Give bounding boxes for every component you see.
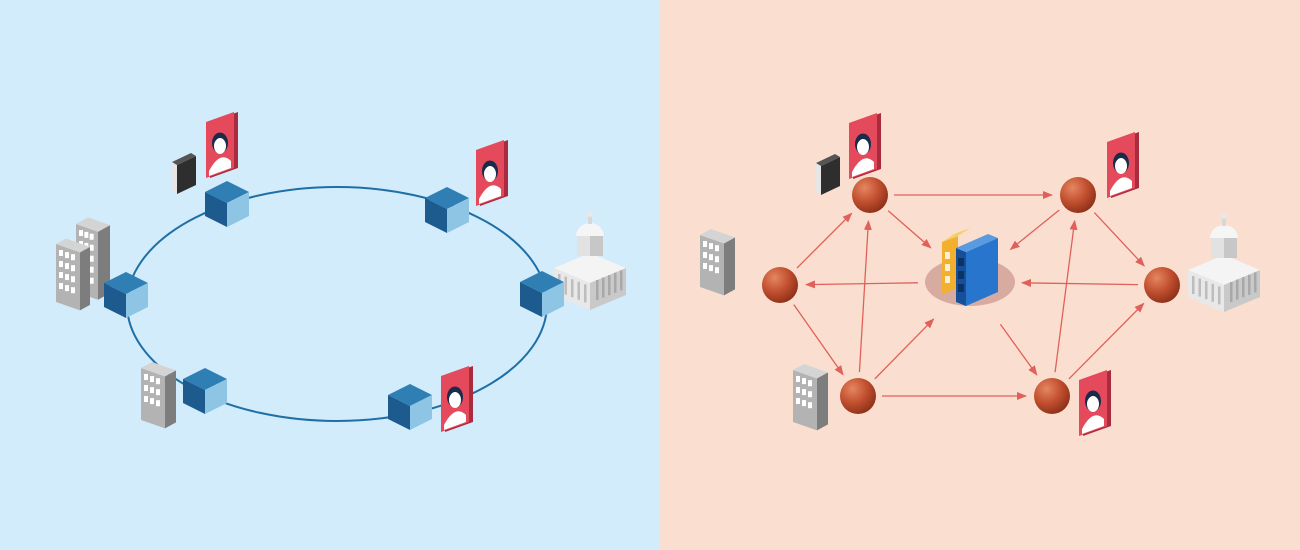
hub-network-node-top-left — [852, 177, 888, 213]
right-panel-hub-network — [660, 0, 1300, 550]
person-icon — [1107, 132, 1139, 198]
person-icon — [849, 113, 881, 179]
person-icon — [476, 140, 508, 206]
person-icon — [441, 366, 473, 432]
ring-node-top-left — [205, 181, 249, 227]
office-building-icon — [56, 238, 90, 311]
hub-network-node-top-right — [1060, 177, 1096, 213]
left-panel-icons — [56, 112, 626, 432]
right-panel-icons — [700, 113, 1260, 436]
edge-node-bottom-left-to-node-top-left — [858, 219, 872, 373]
hub-network-node-right — [1144, 267, 1180, 303]
edge-node-left-to-node-top-left — [796, 212, 853, 269]
ring-node-left — [104, 272, 148, 318]
network-edges — [793, 191, 1145, 400]
edge-node-top-right-to-node-right — [1093, 212, 1145, 267]
hub-network-node-bottom-right — [1034, 378, 1070, 414]
ring-node-bottom-left — [183, 368, 227, 414]
right-panel-nodes — [762, 177, 1180, 414]
edge-node-top-right-to-central-ledger — [1009, 209, 1060, 251]
ring-node-top-right — [425, 187, 469, 233]
office-building-icon — [700, 228, 735, 296]
book-icon — [172, 153, 196, 194]
edge-node-bottom-left-to-central-ledger — [874, 318, 935, 380]
edge-node-left-to-node-bottom-left — [793, 304, 844, 376]
person-icon — [1079, 370, 1111, 436]
book-icon — [816, 154, 840, 195]
left-panel-nodes — [104, 181, 564, 430]
office-building-icon — [793, 363, 828, 431]
edge-node-right-to-central-ledger — [1020, 278, 1139, 287]
edge-node-bottom-right-to-node-right — [1068, 302, 1145, 380]
edge-central-ledger-to-node-bottom-right — [999, 323, 1038, 376]
edge-node-bottom-right-to-node-top-right — [1054, 219, 1078, 373]
left-panel-ring-network — [0, 0, 660, 550]
edge-central-ledger-to-node-left — [804, 280, 919, 289]
office-building-icon — [141, 361, 176, 429]
ring-node-right — [520, 271, 564, 317]
person-icon — [206, 112, 238, 178]
ring-node-bottom-right — [388, 384, 432, 430]
hub-network-node-left — [762, 267, 798, 303]
government-building-icon — [1188, 213, 1260, 312]
hub-network-node-bottom-left — [840, 378, 876, 414]
books-icon — [942, 228, 998, 306]
edge-node-top-left-to-central-ledger — [887, 210, 932, 249]
